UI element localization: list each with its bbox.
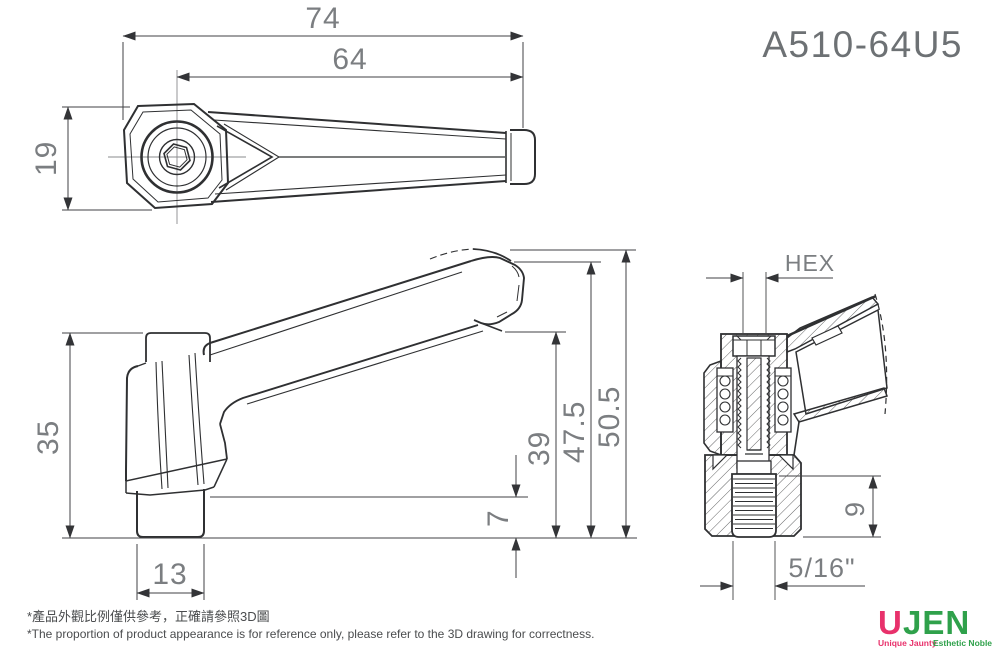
hex-socket-inner: [166, 146, 188, 168]
body-skirt-slant: [125, 458, 228, 482]
top-view-dimensions: [62, 31, 524, 211]
dim-label-7: 7: [482, 509, 515, 527]
lever-tip-dashed-arc: [429, 248, 474, 260]
section-view: [703, 293, 888, 538]
body-right-edge: [219, 423, 228, 460]
body-skirt-right: [213, 458, 228, 488]
handle-hatch-lower: [792, 387, 888, 423]
lever-tip-arc: [472, 248, 512, 262]
octagon-head-outer: [122, 102, 230, 210]
logo-tagline-pink: Unique Jaunty: [878, 638, 937, 648]
handle-top-edge: [207, 111, 507, 134]
handle-insert-detail: [811, 325, 843, 346]
body-rib-1b: [161, 360, 169, 489]
head-ring-outer: [140, 120, 214, 194]
hex-recess-facets: [733, 335, 775, 356]
body-rib-2a: [188, 354, 199, 486]
lever-tip-cap: [470, 256, 525, 326]
handle-break-line: [874, 293, 888, 415]
body-left-edge: [125, 365, 139, 481]
boss-cylinder: [136, 489, 205, 538]
body-rib-2b: [194, 352, 205, 485]
screw-core: [746, 357, 762, 451]
note-line-en: *The proportion of product appearance is…: [27, 627, 594, 641]
body-skirt-bottom: [125, 486, 215, 496]
dim-label-64: 64: [332, 43, 367, 76]
dim-label-74: 74: [305, 2, 340, 35]
chamfer-notch-right: [777, 454, 794, 471]
dim-label-39: 39: [523, 431, 556, 466]
head-centerlines: [108, 70, 246, 224]
handle-bottom-edge: [210, 180, 507, 203]
dim-label-35: 35: [32, 420, 65, 455]
bore-thread-left: [737, 357, 742, 449]
section-view-dimensions: [700, 272, 881, 600]
dim-label-50: 50.5: [593, 386, 626, 448]
note-line-zh: *產品外觀比例僅供參考，正確請參照3D圖: [27, 609, 270, 624]
logo-text-u: U: [878, 604, 903, 641]
side-view-dimensions: [62, 249, 637, 600]
chamfer-notch-left: [712, 454, 729, 471]
ujen-logo: U JEN Unique Jaunty Esthetic Noble: [878, 604, 992, 648]
logo-text-jen: JEN: [903, 604, 970, 641]
stud-threads: [733, 478, 775, 529]
handle-top-edge-inner: [213, 119, 507, 140]
top-view: [108, 70, 536, 224]
lever-bottom-edge-inner: [246, 330, 484, 405]
octagon-head-inner: [129, 109, 223, 203]
dim-label-9: 9: [840, 501, 870, 517]
hex-socket-outer: [163, 143, 191, 171]
logo-tagline-green: Esthetic Noble: [933, 638, 992, 648]
dim-label-47: 47.5: [558, 401, 591, 463]
body-cap: [145, 332, 211, 362]
bore-thread-right: [766, 357, 771, 449]
dim-label-19: 19: [30, 141, 63, 176]
head-hub: [158, 138, 196, 176]
lever-top-edge-inner: [209, 271, 463, 356]
body-top-left-joint: [137, 362, 147, 367]
screw-end-lines: [745, 449, 763, 455]
dim-label-13: 13: [152, 558, 187, 591]
spring-balls: [719, 375, 789, 426]
part-number-title: A510-64U5: [762, 24, 963, 65]
dim-label-hex: HEX: [785, 250, 835, 276]
head-ring-mid: [147, 127, 207, 187]
dim-label-516: 5/16": [788, 553, 855, 583]
threaded-stud: [731, 473, 777, 538]
lever-bottom-edge: [219, 324, 479, 425]
lever-tip-bottom-corner: [480, 322, 503, 332]
handle-hub-edge: [793, 421, 800, 456]
blade-chevron-outer: [216, 125, 274, 189]
handle-top-thick-edge: [786, 294, 877, 338]
body-rib-1a: [155, 361, 163, 490]
lever-tip-chamfer-3: [496, 311, 508, 318]
side-view: [125, 248, 525, 538]
lever-tip-chamfer-1: [511, 265, 520, 278]
handle-bottom-edge-inner: [214, 174, 507, 195]
stud-neck: [736, 460, 772, 475]
handle-end-cap: [510, 129, 536, 185]
lever-top-edge: [202, 260, 472, 356]
lever-tip-chamfer-2: [516, 284, 520, 302]
